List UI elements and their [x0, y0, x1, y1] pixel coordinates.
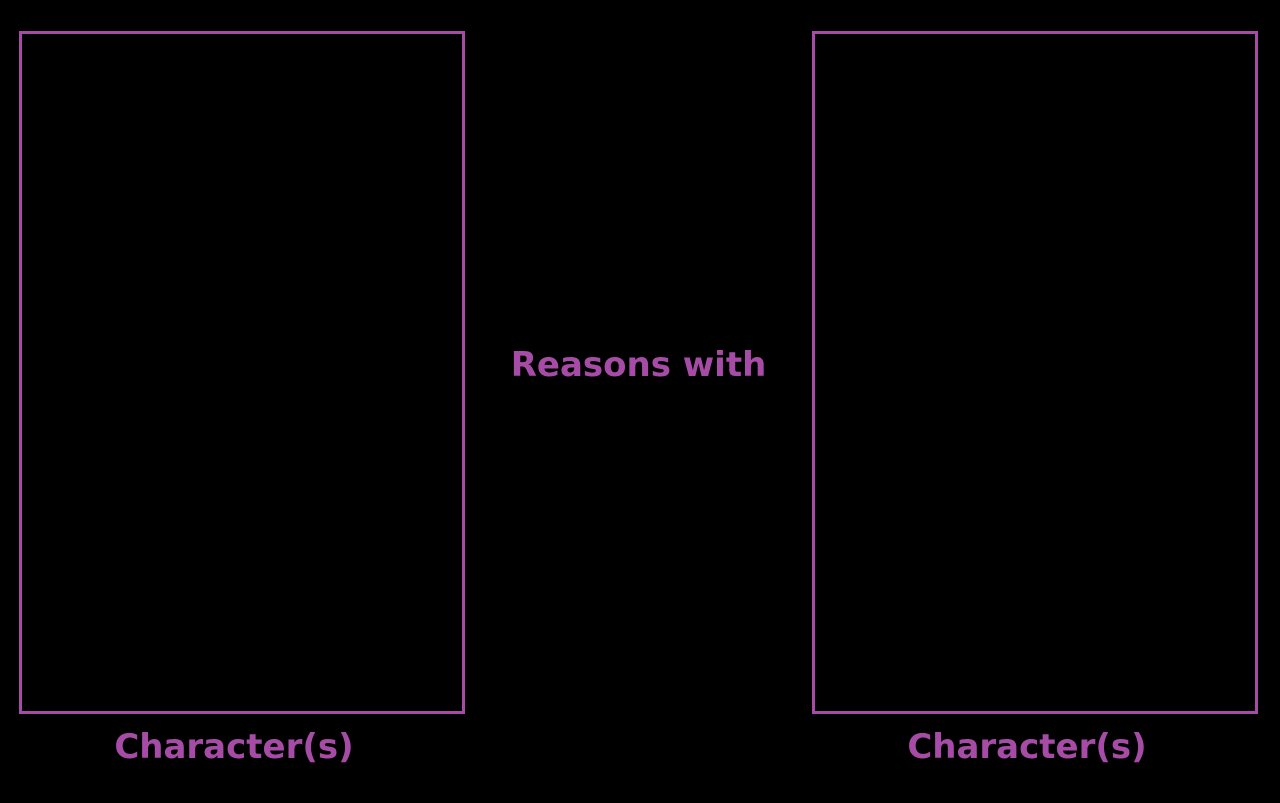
connector-text: Reasons with [510, 345, 767, 385]
right-character-frame [812, 31, 1258, 714]
left-character-frame [19, 31, 465, 714]
right-character-caption: Character(s) [907, 727, 1147, 767]
left-character-caption: Character(s) [114, 727, 354, 767]
